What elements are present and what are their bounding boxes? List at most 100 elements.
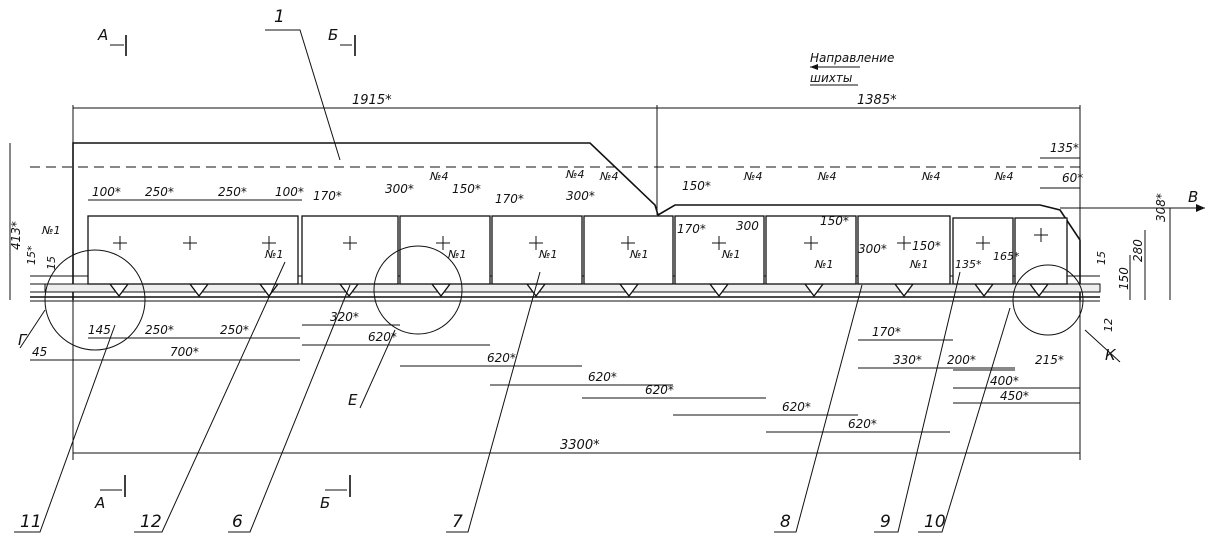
section-mark-v: В — [1060, 188, 1205, 212]
dim-100a: 100* — [92, 185, 121, 199]
kiln-outline — [30, 105, 1081, 460]
block-3 — [399, 215, 491, 285]
dim-308: 308* — [1154, 193, 1168, 222]
label-n1-6: №1 — [814, 258, 833, 271]
label-n1-4: №1 — [629, 248, 648, 261]
dim-135a: 135* — [955, 258, 982, 271]
block-labels: №1 №1 №1 №1 №1 №1 №1 №1 №4 №4 №4 №4 №4 №… — [41, 168, 1013, 271]
callout-7: 7 — [446, 271, 541, 533]
detail-letter-g: Г — [18, 331, 28, 349]
callout-7-number: 7 — [452, 512, 463, 532]
direction-line-1: Направление — [810, 51, 894, 65]
callout-10: 10 — [918, 307, 1011, 533]
right-dimensions: 308* 280 150 15 12 — [1095, 193, 1171, 332]
section-mark-b-top: Б — [328, 26, 356, 56]
label-n4-2: №4 — [565, 168, 584, 181]
label-n1-1: №1 — [264, 248, 283, 261]
detail-letter-e: Е — [348, 391, 358, 409]
callout-12-number: 12 — [140, 512, 162, 532]
callout-1: 1 — [265, 7, 341, 161]
dim-620f: 620* — [848, 417, 877, 431]
callout-9-number: 9 — [880, 512, 891, 532]
dim-320: 320* — [330, 310, 359, 324]
dim-45: 45 — [32, 345, 47, 359]
top-dimensions: 1915* 1385* 100* 250* 250* 100* 170* 300… — [73, 93, 1083, 271]
block-4 — [491, 215, 583, 285]
detail-label-g: Г — [18, 309, 46, 349]
dim-450: 450* — [1000, 389, 1029, 403]
label-n1-5: №1 — [721, 248, 740, 261]
dim-215: 215* — [1035, 353, 1064, 367]
dim-200: 200* — [947, 353, 976, 367]
label-n4-5: №4 — [817, 170, 836, 183]
dim-145: 145 — [88, 323, 111, 337]
dim-300c: 300 — [736, 219, 759, 233]
label-n4-1: №4 — [429, 170, 448, 183]
dim-165: 165* — [993, 250, 1020, 263]
dim-250d: 250* — [220, 323, 249, 337]
block-7 — [765, 215, 857, 285]
dim-15a: 15 — [1095, 251, 1108, 265]
dim-250c: 250* — [145, 323, 174, 337]
section-mark-a-bottom: А — [94, 475, 126, 512]
dim-300a: 300* — [385, 182, 414, 196]
dim-60: 60* — [1062, 171, 1083, 185]
dim-3300: 3300* — [560, 438, 600, 453]
dim-400: 400* — [990, 374, 1019, 388]
detail-label-e: Е — [348, 329, 396, 409]
dim-150d: 150* — [912, 239, 941, 253]
callout-12: 12 — [134, 261, 286, 533]
direction-line-2: шихты — [810, 71, 852, 85]
label-n4-4: №4 — [743, 170, 762, 183]
dim-170d: 170* — [872, 325, 901, 339]
dim-170a: 170* — [313, 189, 342, 203]
label-n1-left: №1 — [41, 224, 60, 237]
dim-12: 12 — [1102, 318, 1115, 332]
dim-413: 413* — [9, 221, 23, 250]
dim-100b: 100* — [275, 185, 304, 199]
detail-letter-k: К — [1105, 346, 1117, 364]
callout-11: 11 — [14, 324, 116, 533]
block-10 — [1014, 217, 1068, 285]
dim-170c: 170* — [677, 222, 706, 236]
dim-620e: 620* — [782, 400, 811, 414]
charge-blocks — [87, 215, 1068, 285]
dim-1915: 1915* — [352, 93, 392, 108]
dim-700: 700* — [170, 345, 199, 359]
label-n4-3: №4 — [599, 170, 618, 183]
callout-8: 8 — [774, 284, 863, 533]
section-letter-b-top: Б — [328, 26, 338, 44]
direction-label: Направление шихты — [810, 51, 894, 86]
dim-620d: 620* — [645, 383, 674, 397]
section-letter-a-bottom: А — [94, 494, 105, 512]
callout-11-number: 11 — [20, 512, 42, 532]
section-mark-b-bottom: Б — [320, 475, 351, 512]
detail-circle-g — [44, 249, 146, 351]
detail-circle-k — [1012, 264, 1084, 336]
dim-15c: 15 — [45, 256, 58, 270]
label-n4-6: №4 — [921, 170, 940, 183]
callout-9: 9 — [874, 271, 961, 533]
dim-1385: 1385* — [857, 93, 897, 108]
dim-620c: 620* — [588, 370, 617, 384]
label-n1-2: №1 — [447, 248, 466, 261]
dim-300d: 300* — [858, 242, 887, 256]
block-1 — [87, 215, 299, 285]
dim-150a: 150* — [452, 182, 481, 196]
label-n4-7: №4 — [994, 170, 1013, 183]
dim-250a: 250* — [145, 185, 174, 199]
section-letter-b-bottom: Б — [320, 494, 330, 512]
dim-330: 330* — [893, 353, 922, 367]
section-letter-v: В — [1188, 188, 1198, 206]
label-n1-3: №1 — [538, 248, 557, 261]
dim-150c: 150* — [820, 214, 849, 228]
dim-150v: 150 — [1117, 267, 1131, 290]
callout-10-number: 10 — [924, 512, 946, 532]
dim-150b: 150* — [682, 179, 711, 193]
callout-6-number: 6 — [232, 512, 243, 532]
callout-1-number: 1 — [274, 7, 285, 27]
callout-8-number: 8 — [780, 512, 791, 532]
detail-circle-e — [373, 245, 463, 335]
dim-620b: 620* — [487, 351, 516, 365]
